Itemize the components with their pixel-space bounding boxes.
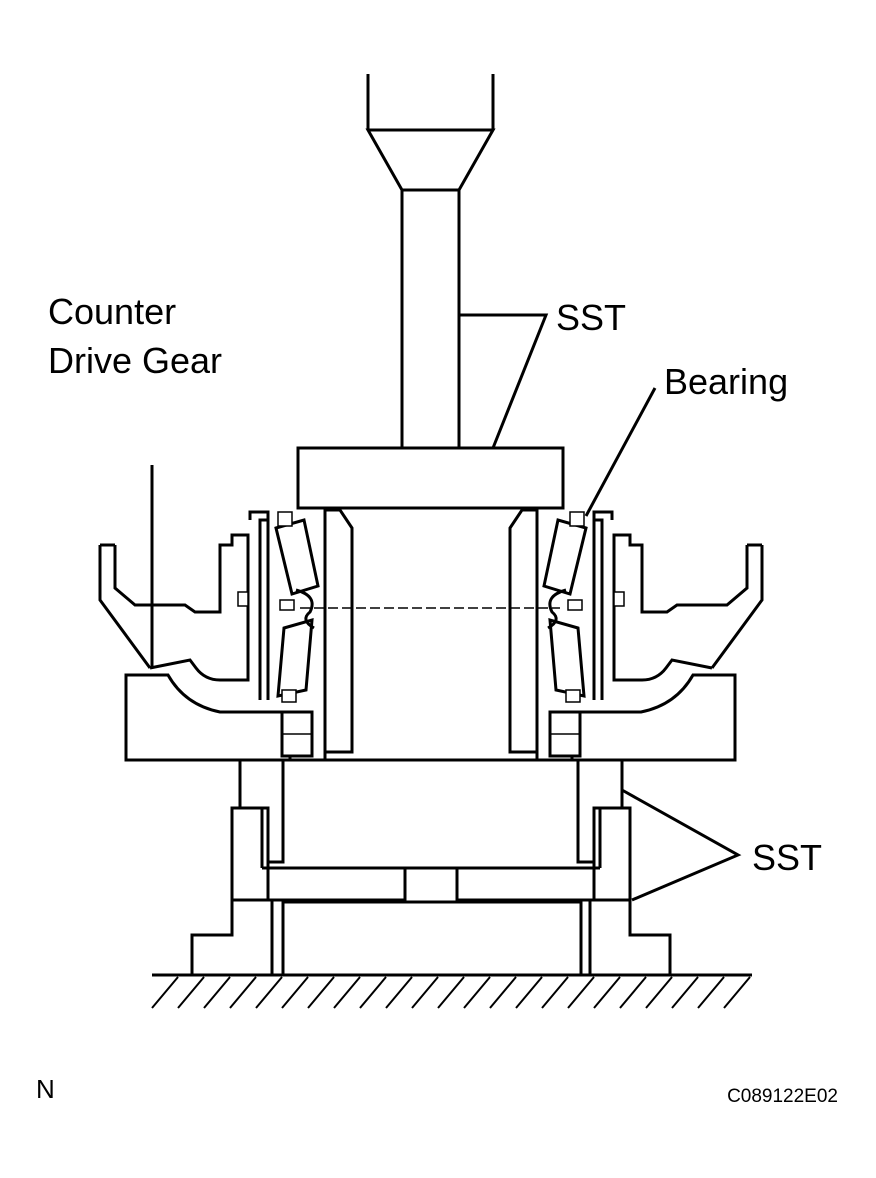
inner-shaft	[300, 506, 560, 762]
hatch-stroke	[463, 976, 491, 1009]
counter-drive-gear-right	[592, 510, 764, 700]
hatch-stroke	[515, 976, 543, 1009]
support-block	[124, 673, 737, 762]
hatch-stroke	[723, 976, 751, 1009]
leader-sst-upper	[459, 313, 549, 449]
label-counter-drive-gear-line2: Drive Gear	[48, 340, 222, 381]
hatch-stroke	[333, 976, 361, 1009]
hatch-stroke	[697, 976, 725, 1009]
hatch-stroke	[307, 976, 335, 1009]
hatch-stroke	[671, 976, 699, 1009]
leader-lines	[150, 313, 742, 902]
label-sst-lower: SST	[752, 837, 822, 878]
hatch-stroke	[255, 976, 283, 1009]
hatch-stroke	[593, 976, 621, 1009]
label-sst-upper: SST	[556, 297, 626, 338]
ground-hatch	[151, 973, 752, 1009]
hatch-stroke	[619, 976, 647, 1009]
hatch-stroke	[385, 976, 413, 1009]
corner-mark: N	[36, 1074, 55, 1104]
figure-code: C089122E02	[727, 1086, 838, 1107]
bearing-right	[535, 511, 596, 758]
hatch-stroke	[229, 976, 257, 1009]
hatch-stroke	[645, 976, 673, 1009]
lower-sst-stand	[190, 758, 672, 977]
label-counter-drive-gear-line1: Counter	[48, 291, 176, 332]
label-bearing: Bearing	[664, 361, 788, 402]
hatch-stroke	[437, 976, 465, 1009]
hatch-stroke	[541, 976, 569, 1009]
hatch-stroke	[203, 976, 231, 1009]
hatch-stroke	[411, 976, 439, 1009]
bearing-left	[266, 511, 327, 758]
press-ram	[365, 74, 496, 450]
upper-sst-plate	[296, 446, 565, 510]
counter-drive-gear-left	[98, 510, 270, 700]
hatch-stroke	[567, 976, 595, 1009]
leader-bearing	[584, 387, 657, 517]
hatch-stroke	[489, 976, 517, 1009]
hatch-stroke	[281, 976, 309, 1009]
leader-sst-lower	[621, 788, 742, 902]
hatch-stroke	[177, 976, 205, 1009]
hatch-stroke	[151, 976, 179, 1009]
hatch-stroke	[359, 976, 387, 1009]
